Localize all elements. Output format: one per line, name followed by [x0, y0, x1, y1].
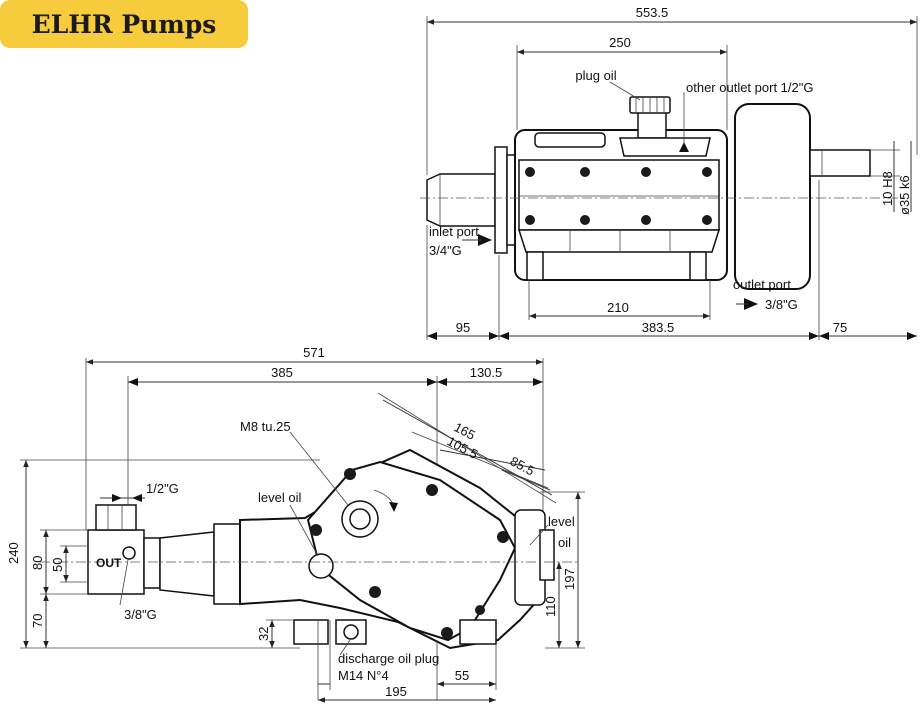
- label-out: OUT: [96, 556, 122, 570]
- dim-32: 32: [256, 627, 271, 641]
- label-three-eighth-g: 3/8"G: [124, 607, 157, 622]
- dim-385: 385: [271, 365, 293, 380]
- dim-95: 95: [456, 320, 470, 335]
- dim-85-5: 85.5: [508, 453, 537, 478]
- label-level-oil-left: level oil: [258, 490, 301, 505]
- label-m8: M8 tu.25: [240, 419, 291, 434]
- label-plug-oil: plug oil: [575, 68, 616, 83]
- dim-50: 50: [50, 558, 65, 572]
- dim-197: 197: [562, 568, 577, 590]
- label-outlet-size: 3/8"G: [765, 297, 798, 312]
- dim-shaft-h8: 10 H8: [880, 171, 895, 206]
- label-outlet-port: outlet port: [733, 277, 791, 292]
- dim-210: 210: [607, 300, 629, 315]
- dim-383-5: 383.5: [642, 320, 675, 335]
- dim-70: 70: [30, 614, 45, 628]
- dim-250: 250: [609, 35, 631, 50]
- brand-badge: ELHR Pumps: [0, 0, 248, 48]
- dim-240: 240: [6, 542, 21, 564]
- label-half-g: 1/2"G: [146, 481, 179, 496]
- dim-110: 110: [543, 596, 558, 617]
- dim-shaft-dia: ø35 k6: [897, 175, 912, 215]
- dim-55: 55: [455, 668, 469, 683]
- label-m14: M14 N°4: [338, 668, 389, 683]
- brand-title: ELHR Pumps: [31, 9, 217, 39]
- dim-80: 80: [30, 556, 45, 570]
- label-inlet-size: 3/4"G: [429, 243, 462, 258]
- dim-overall-top: 553.5: [636, 5, 669, 20]
- label-level-oil-right-1: level: [548, 514, 575, 529]
- label-inlet-port: inlet port: [429, 224, 479, 239]
- side-view: 571 385 130.5 165 105.5 85.5 M8 tu.25 le…: [6, 345, 585, 703]
- top-view: 553.5 250 plug oil other outlet port 1/2…: [420, 5, 918, 340]
- dim-75: 75: [833, 320, 847, 335]
- dim-130-5: 130.5: [470, 365, 503, 380]
- label-discharge-oil-plug: discharge oil plug: [338, 651, 439, 666]
- dim-571: 571: [303, 345, 325, 360]
- label-level-oil-right-2: oil: [558, 535, 571, 550]
- label-other-outlet: other outlet port 1/2"G: [686, 80, 813, 95]
- dim-195: 195: [385, 684, 407, 699]
